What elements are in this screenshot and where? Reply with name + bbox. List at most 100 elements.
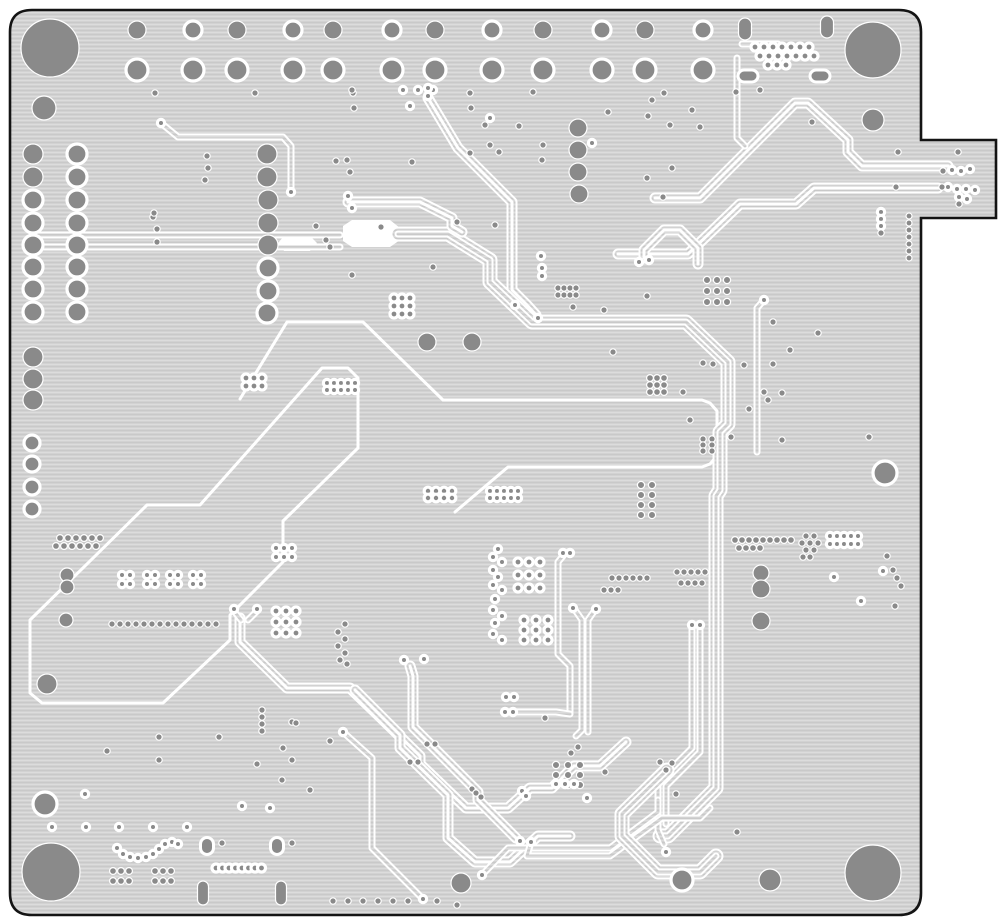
cluster-via — [87, 533, 96, 542]
pad — [65, 142, 89, 166]
pad — [65, 188, 89, 212]
cluster-via — [256, 380, 268, 392]
pad — [21, 842, 81, 902]
cluster-via — [762, 59, 774, 71]
cluster-via — [124, 620, 132, 628]
via — [453, 901, 461, 909]
pad-row-pad — [124, 57, 150, 83]
stadium-pad — [808, 68, 832, 84]
pad-row-pad — [479, 57, 505, 83]
cluster-via — [59, 541, 68, 550]
cluster-via — [758, 535, 767, 544]
cluster-via — [167, 866, 176, 875]
cluster-via — [776, 41, 788, 53]
cluster-via — [659, 381, 668, 390]
ringed-via — [500, 691, 512, 703]
cluster-via — [542, 614, 554, 626]
cluster-via — [749, 41, 761, 53]
pad-row-pad — [180, 57, 206, 83]
via — [778, 436, 786, 444]
cluster-via — [647, 510, 657, 520]
pad — [22, 477, 42, 497]
via — [258, 713, 266, 721]
via — [778, 389, 786, 397]
ringed-via — [567, 602, 579, 614]
via — [204, 164, 212, 172]
via — [569, 303, 577, 311]
pads-and-vias — [20, 15, 981, 909]
ringed-via — [877, 565, 889, 577]
ringed-via — [80, 821, 92, 833]
cluster-via — [270, 616, 282, 628]
cluster-via — [905, 226, 913, 234]
clearance-outline — [28, 366, 360, 705]
pad — [256, 279, 280, 303]
cluster-via — [255, 862, 268, 874]
ringed-via — [496, 634, 508, 646]
via — [656, 758, 664, 766]
cluster-via — [608, 574, 616, 582]
cluster-via — [636, 500, 646, 510]
pad — [22, 143, 44, 165]
cluster-via — [278, 551, 290, 563]
ringed-via — [487, 551, 499, 563]
via — [343, 660, 351, 668]
via — [326, 243, 334, 251]
via — [814, 539, 822, 547]
pad — [22, 499, 42, 519]
pad — [669, 867, 695, 893]
trace-clearance — [346, 200, 464, 234]
cluster-via — [116, 578, 128, 590]
pad — [417, 332, 437, 352]
via — [431, 740, 439, 748]
cluster-via — [572, 284, 580, 292]
via — [769, 360, 777, 368]
via — [802, 532, 810, 540]
clearance-blob — [343, 220, 400, 247]
cluster-via — [600, 586, 608, 594]
pad — [21, 233, 45, 257]
via — [760, 388, 768, 396]
pad — [65, 300, 89, 324]
cluster-via — [722, 297, 732, 307]
pad — [257, 212, 279, 234]
via — [467, 104, 475, 112]
ringed-via — [236, 800, 248, 812]
trace-clearance — [408, 664, 518, 840]
via — [486, 141, 494, 149]
ringed-via — [550, 778, 562, 790]
cluster-via — [172, 578, 184, 590]
cluster-via — [196, 620, 204, 628]
via — [346, 168, 354, 176]
pad — [568, 118, 588, 138]
pad — [59, 579, 75, 595]
ringed-via — [346, 202, 358, 214]
cluster-via — [542, 624, 554, 636]
cluster-via — [744, 535, 753, 544]
via — [515, 122, 523, 130]
cluster-via — [659, 388, 668, 397]
via — [150, 209, 158, 217]
cluster-via — [95, 533, 104, 542]
cluster-via — [905, 254, 913, 262]
cluster-via — [636, 490, 646, 500]
pad — [22, 166, 44, 188]
cluster-via — [852, 538, 864, 550]
cluster-via — [530, 634, 542, 646]
cluster-via — [108, 876, 117, 885]
via — [865, 433, 873, 441]
pad — [31, 95, 57, 121]
cluster-via — [280, 616, 292, 628]
pad-row-pad — [481, 19, 503, 41]
cluster-via — [794, 41, 806, 53]
pad — [256, 166, 278, 188]
ringed-via — [525, 836, 537, 848]
ringed-via — [181, 821, 193, 833]
cluster-via — [108, 620, 116, 628]
via — [258, 720, 266, 728]
pad — [462, 332, 482, 352]
cluster-via — [79, 533, 88, 542]
cluster-via — [781, 50, 793, 62]
cluster-via — [530, 614, 542, 626]
via — [350, 104, 358, 112]
